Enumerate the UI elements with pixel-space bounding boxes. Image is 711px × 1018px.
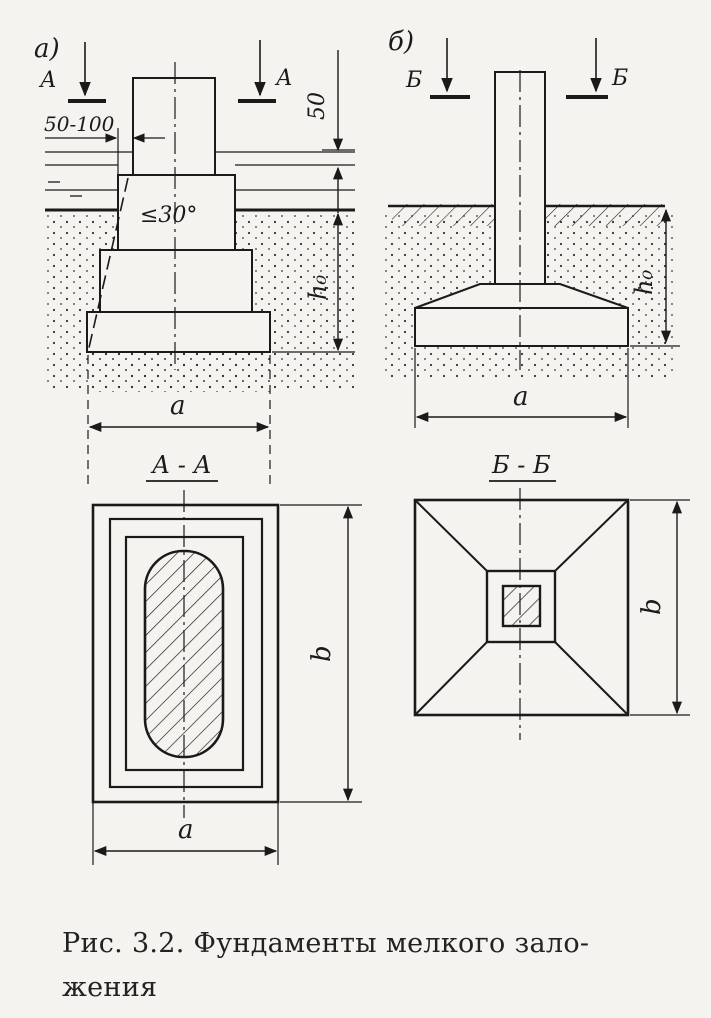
section-mark-b-right-label: Б: [611, 66, 628, 91]
plan-b-column-section: [501, 584, 542, 628]
footing-base: [414, 307, 629, 347]
dim-top-label: 50: [305, 92, 330, 120]
plan-b-column-collar: [485, 569, 557, 644]
plan-a-dim-b-label: b: [307, 645, 337, 662]
spread-line: [87, 177, 129, 353]
figure-caption: Рис. 3.2. Фундаменты мелкого зало- жения: [62, 928, 590, 1003]
plan-a-dim-a-label: a: [178, 815, 194, 845]
panel-b-section: [385, 38, 680, 428]
plan-a-outer: [91, 503, 280, 804]
footing-step-3: [86, 311, 271, 353]
plan-b-outer: [413, 498, 630, 717]
water-lines: [45, 151, 355, 197]
plan-b-dim-b-label: b: [637, 598, 667, 615]
dim-offset-label: 50-100: [44, 112, 115, 136]
plan-a-a: [91, 480, 362, 865]
plan-b-title: Б - Б: [491, 451, 551, 479]
dim-depth-b-label: h₀: [630, 270, 658, 295]
section-mark-a-right-label: А: [274, 66, 293, 91]
section-mark-b-left-label: Б: [405, 68, 422, 93]
footing-step-1: [117, 174, 236, 250]
dim-width-a-label: a: [170, 391, 186, 421]
plan-a-title: А - А: [150, 451, 212, 479]
section-mark-a-left-label: А: [38, 68, 57, 93]
panel-a-label: а): [34, 34, 60, 64]
dim-width-b-label: a: [513, 382, 529, 412]
plan-b-b: [413, 480, 690, 740]
angle-label: ≤30°: [140, 203, 197, 228]
panel-a-section: [45, 40, 355, 490]
footing-step-2: [99, 249, 253, 312]
plan-a-mid: [108, 517, 264, 789]
dim-depth-a-label: h₀: [304, 275, 332, 300]
panel-b-label: б): [388, 27, 414, 57]
column-a: [132, 77, 216, 176]
labels: а) А А 50 50-100 ≤30° h₀ a А - А b a б) …: [34, 27, 667, 845]
